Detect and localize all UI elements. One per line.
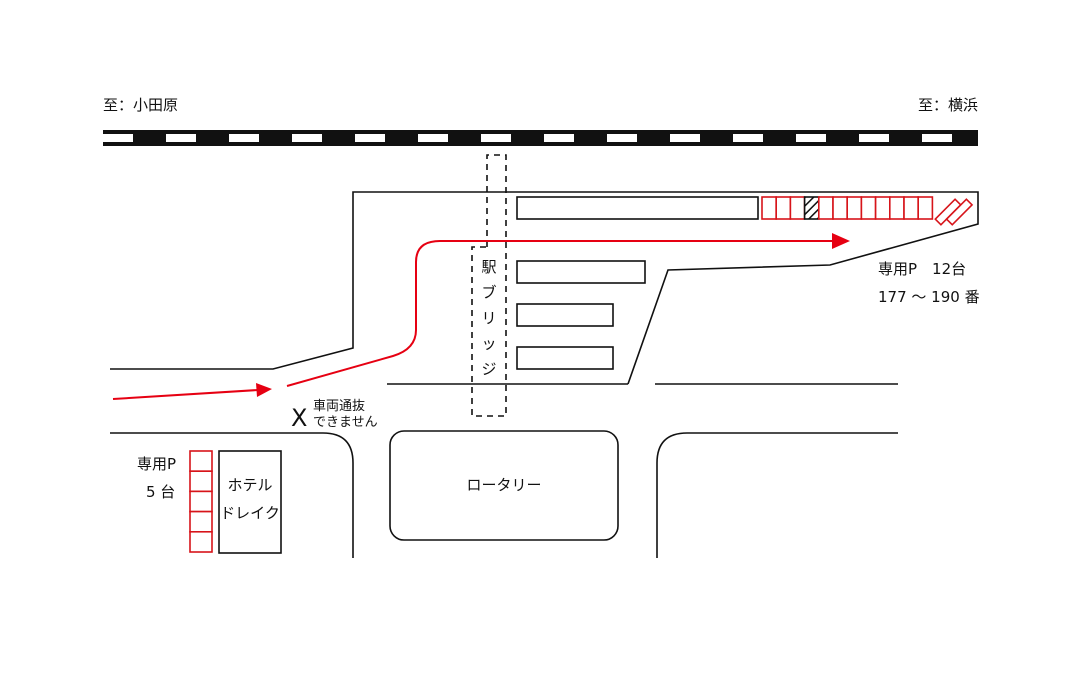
parking-hotel-title: 専用P — [137, 455, 176, 473]
parking-stall — [917, 196, 934, 220]
parking-stall — [903, 196, 919, 220]
route-line-upper — [286, 240, 834, 387]
route-arrowhead-lower — [256, 383, 272, 397]
parking-stall — [888, 196, 905, 220]
parking-stall — [860, 196, 877, 220]
rotary: ロータリー — [389, 430, 619, 541]
no-through-line2: できません — [313, 415, 378, 430]
route-arrowhead-upper — [832, 233, 850, 249]
platform-long — [516, 196, 759, 220]
rotary-label: ロータリー — [466, 476, 541, 494]
road-south-edge-left — [110, 432, 354, 558]
route-line-lower — [112, 389, 259, 400]
parking-main-stalls — [761, 196, 934, 220]
parking-main-numbers: 177 〜 190 番 — [878, 288, 980, 306]
direction-odawara: 至：小田原 — [103, 96, 178, 114]
parking-stall — [775, 196, 792, 220]
bridge-label: 駅ブリッジ — [481, 258, 496, 378]
platform-1 — [516, 260, 646, 284]
parking-stall — [789, 196, 806, 220]
parking-hotel-stalls — [189, 450, 213, 553]
parking-stall — [846, 196, 863, 220]
platform-3 — [516, 346, 614, 370]
parking-stall — [874, 196, 891, 220]
parking-main-title: 専用P 12台 — [878, 260, 966, 278]
access-route — [112, 233, 850, 400]
parking-stall — [817, 196, 834, 220]
direction-yokohama: 至：横浜 — [918, 96, 978, 114]
hotel-name-line1: ホテル — [227, 476, 272, 494]
platform-2 — [516, 303, 614, 327]
station-bridge: 駅ブリッジ — [471, 154, 507, 417]
railway-dashes — [103, 134, 952, 142]
hotel-parking-stall — [189, 530, 213, 553]
parking-hotel-count: 5 台 — [146, 483, 175, 501]
parking-stall — [803, 196, 820, 220]
parking-stall — [832, 196, 848, 220]
railway-track — [103, 130, 978, 146]
hotel-parking-stall — [189, 490, 213, 513]
road-south-edge-right — [656, 432, 898, 558]
road-upper-outline — [110, 191, 979, 385]
hotel-parking-stall — [189, 510, 213, 533]
hotel-parking-stall — [189, 470, 213, 493]
roads — [110, 191, 979, 558]
platform-buildings — [516, 196, 759, 370]
no-through-mark: X — [291, 404, 307, 432]
parking-stall — [761, 196, 777, 220]
hotel-drake: ホテル ドレイク — [218, 450, 282, 554]
parking-diagonal-stalls — [934, 198, 974, 226]
hotel-parking-stall — [189, 450, 213, 473]
no-through-line1: 車両通抜 — [313, 398, 365, 414]
hotel-name-line2: ドレイク — [220, 504, 280, 522]
